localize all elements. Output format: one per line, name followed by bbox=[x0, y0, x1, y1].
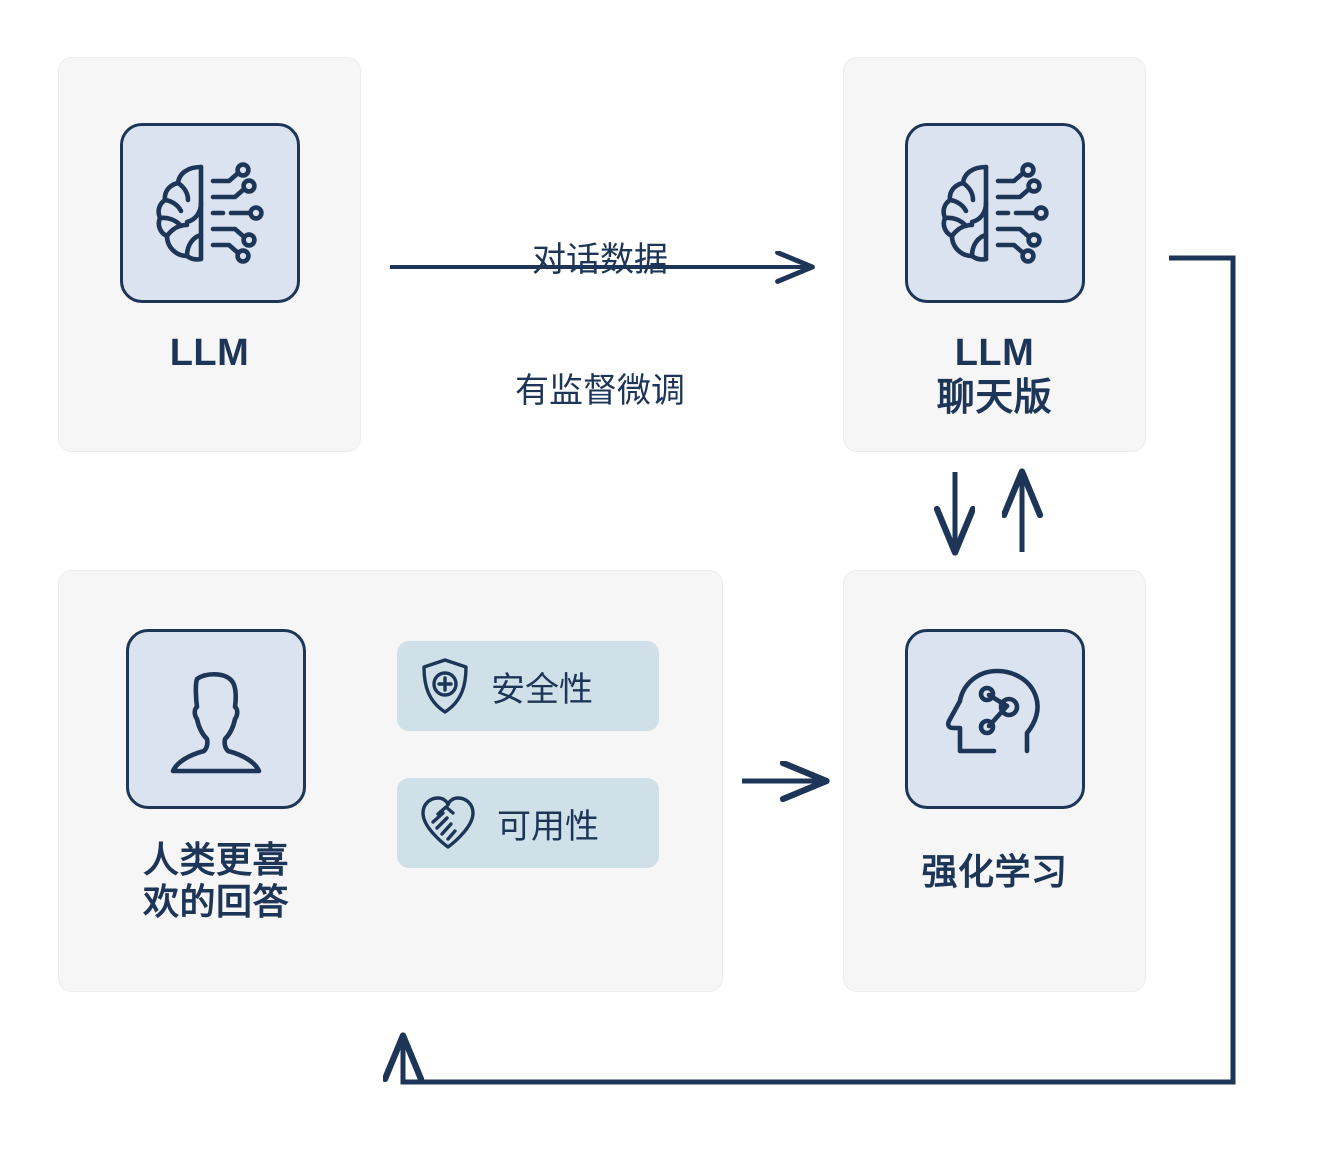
node-card-llm[interactable]: LLM bbox=[58, 57, 361, 452]
node-label-human-preference: 人类更喜 欢的回答 bbox=[143, 839, 289, 924]
badge-safety[interactable]: 安全性 bbox=[397, 641, 659, 731]
heart-handshake-icon bbox=[421, 796, 475, 849]
node-label-reinforcement-learning: 强化学习 bbox=[921, 851, 1068, 892]
brain-circuit-icon bbox=[940, 162, 1049, 264]
brain-circuit-icon bbox=[155, 162, 264, 264]
node-label-llm-chat: LLM 聊天版 bbox=[937, 331, 1053, 421]
shield-plus-icon bbox=[422, 658, 468, 714]
badge-safety-label: 安全性 bbox=[491, 670, 593, 709]
node-card-human-preference[interactable]: 人类更喜 欢的回答 安全性 bbox=[58, 570, 723, 992]
head-network-icon-tile bbox=[904, 629, 1085, 809]
node-card-reinforcement-learning[interactable]: 强化学习 bbox=[843, 570, 1146, 992]
node-label-llm-chat-line2: 聊天版 bbox=[936, 376, 1053, 419]
node-label-llm: LLM bbox=[169, 332, 250, 374]
node-card-llm-chat[interactable]: LLM 聊天版 bbox=[843, 57, 1146, 452]
edge-label-sft-line1: 对话数据 bbox=[532, 241, 668, 280]
node-label-human-preference-line1: 人类更喜 bbox=[142, 839, 289, 880]
brain-circuit-icon-tile bbox=[904, 123, 1085, 303]
badge-helpfulness-label: 可用性 bbox=[497, 807, 599, 846]
brain-circuit-icon-tile bbox=[119, 123, 300, 303]
person-bust-icon bbox=[170, 671, 262, 774]
badge-helpfulness[interactable]: 可用性 bbox=[397, 778, 659, 868]
head-network-icon bbox=[945, 668, 1040, 754]
edge-label-sft-line2: 有监督微调 bbox=[515, 371, 685, 410]
person-bust-icon-tile bbox=[126, 629, 306, 809]
node-label-llm-chat-line1: LLM bbox=[954, 332, 1035, 374]
edge-label-sft: 对话数据 有监督微调 bbox=[455, 152, 745, 500]
node-label-human-preference-line2: 欢的回答 bbox=[142, 881, 289, 923]
